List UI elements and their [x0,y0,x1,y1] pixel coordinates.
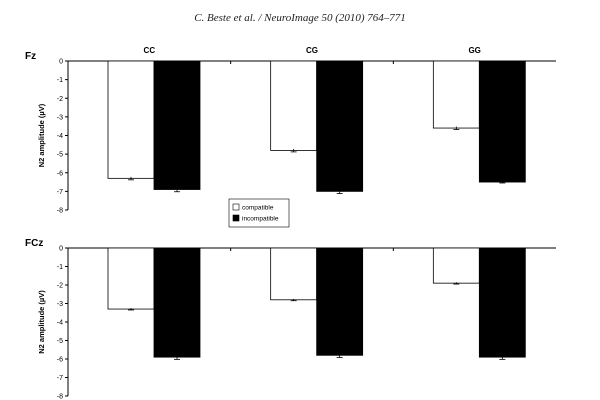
bar [478,60,526,183]
panel-fz: Fz N2 amplitude (µV) 0 -1 -2 -3 -4 -5 -6 -7 -8 CC CG… [25,46,556,215]
legend-swatch [232,203,240,211]
bar [153,60,201,190]
y-tick-label: 0 [59,59,63,66]
y-tick-label: -3 [57,301,63,308]
y-tick-label: -7 [57,375,63,382]
category-label: CG [306,46,318,55]
legend: compatible incompatible [228,198,290,228]
legend-label: incompatible [242,216,279,223]
y-tick-label: 0 [59,246,63,253]
bar [432,60,480,129]
legend-label: compatible [242,205,274,212]
y-tick-label: -5 [57,152,63,159]
y-tick-label: -1 [57,77,63,84]
bar [316,60,364,192]
panel-label: FCz [25,238,43,249]
bar [107,60,155,179]
legend-box [228,198,290,228]
y-tick-label: -6 [57,357,63,364]
y-tick-label: -5 [57,338,63,345]
bar [153,247,201,358]
bar [270,247,318,301]
category-label: GG [468,46,480,55]
y-tick-label: -4 [57,320,63,327]
bar [316,247,364,356]
bar [270,60,318,151]
y-tick-label: -8 [57,394,63,400]
y-tick-label: -1 [57,264,63,271]
running-header: C. Beste et al. / NeuroImage 50 (2010) 7… [194,12,406,24]
panel-label: Fz [25,51,36,62]
panel-fcz: FCz N2 amplitude (µV) 0 -1 -2 -3 -4 -5 -6 -7 -8 [25,238,556,400]
bar [107,247,155,310]
bar [432,247,480,284]
y-axis-label: N2 amplitude (µV) [37,290,46,354]
y-tick-label: -6 [57,170,63,177]
y-axis-label: N2 amplitude (µV) [37,103,46,167]
y-tick-label: -8 [57,208,63,215]
y-tick-label: -4 [57,133,63,140]
y-tick-label: -2 [57,96,63,103]
y-tick-label: -7 [57,189,63,196]
y-tick-label: -3 [57,114,63,121]
category-label: CC [144,46,156,55]
bar [478,247,526,358]
y-tick-label: -2 [57,283,63,290]
legend-swatch [232,214,240,222]
